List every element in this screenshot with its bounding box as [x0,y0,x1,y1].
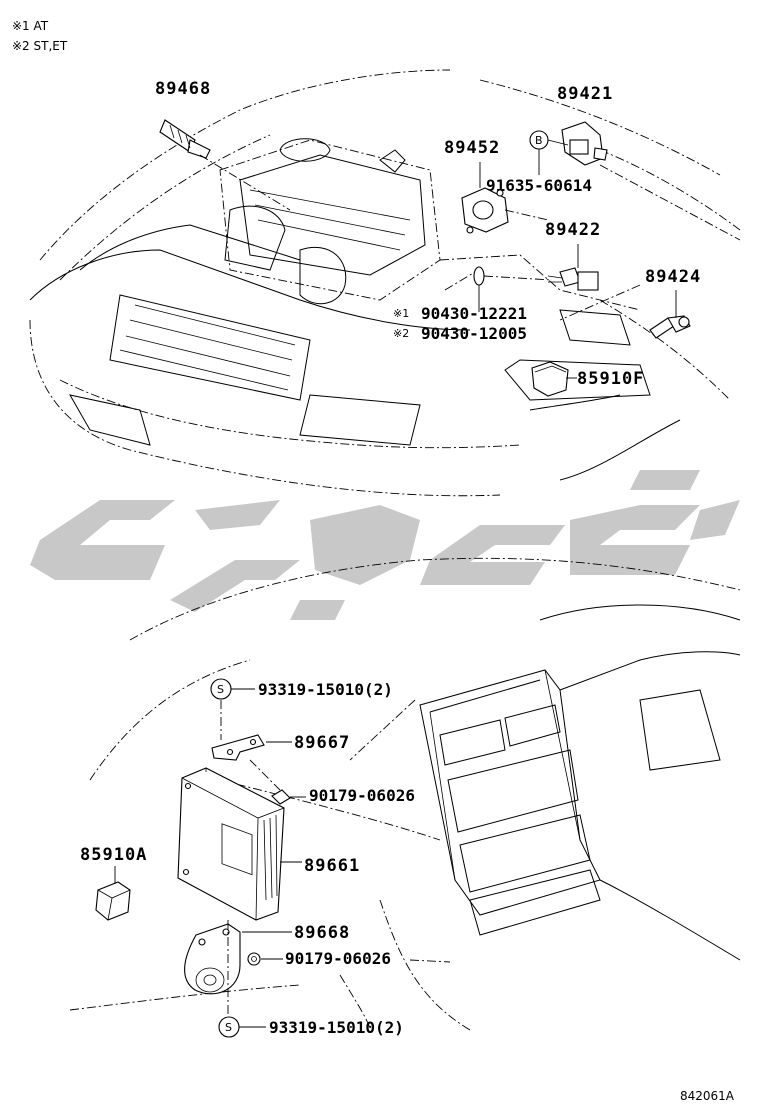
figure-code: 842061A [680,1089,735,1103]
note-st-et: ※2 ST,ET [12,39,68,53]
note-at: ※1 AT [12,19,49,33]
label-89468: 89468 [155,79,211,99]
part-89424[interactable]: 89424 [645,267,701,339]
part-85910A[interactable]: 85910A [80,845,147,921]
part-89468[interactable]: 89468 [155,79,211,159]
marker-s-bottom: S [218,1016,240,1038]
marker-b: B [529,130,549,150]
watermark-logo [30,470,740,620]
car-front-illustration [29,69,741,497]
label-89667: 89667 [294,733,350,753]
marker-b-letter: B [535,134,543,147]
label-85910F: 85910F [577,369,644,389]
label-89661: 89661 [304,856,360,876]
part-89668[interactable]: 89668 [184,923,351,995]
part-89452[interactable]: 89452 [444,138,509,234]
label-89452: 89452 [444,138,500,158]
part-89421[interactable]: 89421 [557,84,613,166]
part-89667[interactable]: 89667 [211,733,350,761]
marker-s-top-letter: S [217,683,224,696]
label-90179-06026-top: 90179-06026 [309,786,415,805]
part-90179-bottom[interactable]: 90179-06026 [247,949,391,968]
part-gasket-90430[interactable] [473,266,485,286]
label-90430-12221: 90430-12221 [421,304,527,323]
part-90179-top[interactable]: 90179-06026 [271,786,415,805]
label-90430-12005: 90430-12005 [421,324,527,343]
label-89668: 89668 [294,923,350,943]
label-90179-06026-bottom: 90179-06026 [285,949,391,968]
label-93319-15010-bottom: 93319-15010(2) [269,1018,404,1037]
label-85910A: 85910A [80,845,147,865]
marker-ref-2: ※2 [393,327,409,340]
part-85910F[interactable]: 85910F [531,361,644,397]
label-91635-60614: 91635-60614 [486,176,592,195]
label-89421: 89421 [557,84,613,104]
marker-ref-1: ※1 [393,307,409,320]
label-89422: 89422 [545,220,601,240]
label-93319-15010-top: 93319-15010(2) [258,680,393,699]
part-89661-ecu[interactable]: 89661 [177,767,360,921]
marker-s-top: S [210,678,232,700]
label-89424: 89424 [645,267,701,287]
part-89422[interactable]: 89422 [545,220,601,291]
marker-s-bottom-letter: S [225,1021,232,1034]
dashboard-illustration [69,557,741,1031]
